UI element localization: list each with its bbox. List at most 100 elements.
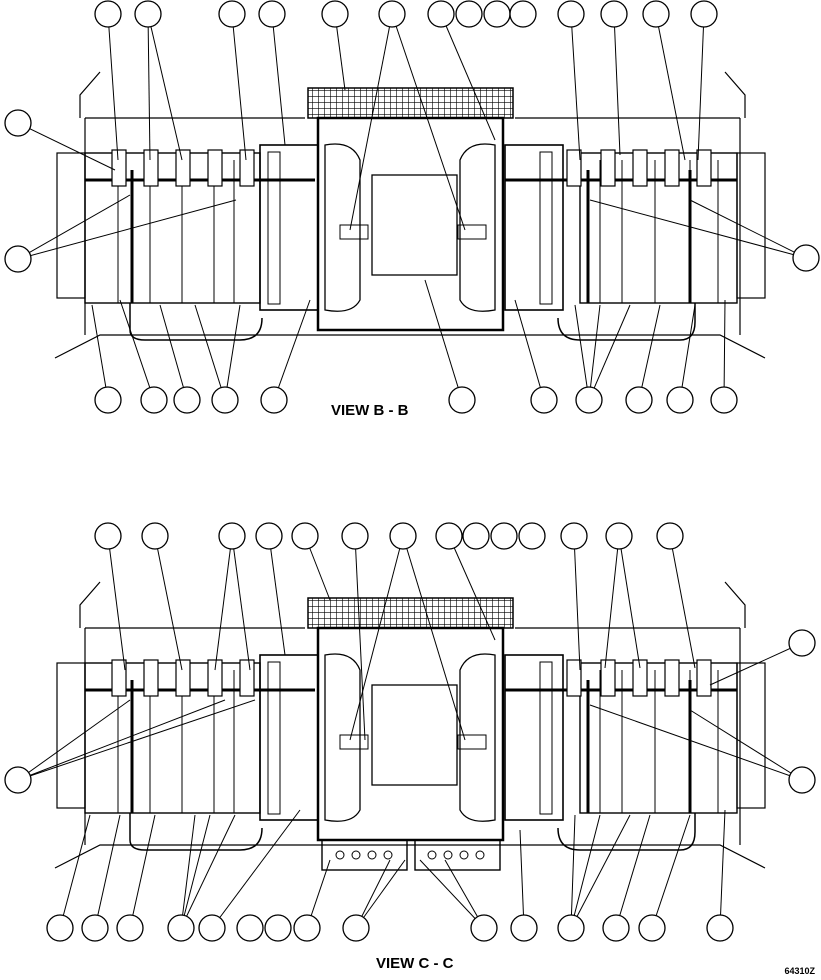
callout-balloon xyxy=(81,914,109,942)
callout-leader-line xyxy=(655,13,686,161)
callout-balloon xyxy=(342,914,370,942)
callout-leader-line xyxy=(615,814,651,929)
callout-leader-line xyxy=(574,304,590,401)
callout-balloon xyxy=(788,766,816,794)
callout-balloon xyxy=(134,0,162,28)
callout-leader-line xyxy=(589,704,803,781)
callout-leader-line xyxy=(719,809,726,929)
callout-leader-line xyxy=(271,13,286,146)
callout-balloon xyxy=(173,386,201,414)
callout-leader-line xyxy=(231,13,247,161)
callout-leader-line xyxy=(147,13,151,161)
callout-balloon xyxy=(218,522,246,550)
callout-leader-line xyxy=(349,535,404,741)
callout-balloon xyxy=(141,522,169,550)
callout-balloon xyxy=(788,629,816,657)
callout-leader-line xyxy=(689,709,803,781)
view-b-b-caption: VIEW B - B xyxy=(331,402,409,419)
callout-balloon xyxy=(4,245,32,273)
callout-leader-line xyxy=(448,535,496,641)
callout-balloon xyxy=(638,914,666,942)
callout-balloon xyxy=(94,522,122,550)
callout-balloon xyxy=(455,0,483,28)
callout-balloon xyxy=(435,522,463,550)
callout-balloon xyxy=(4,766,32,794)
callout-leader-line xyxy=(723,299,726,401)
callout-balloon xyxy=(94,386,122,414)
callout-balloon xyxy=(642,0,670,28)
callout-balloon xyxy=(490,522,518,550)
callout-balloon xyxy=(321,0,349,28)
callout-leader-line xyxy=(194,304,226,401)
callout-leader-line xyxy=(107,535,126,671)
callout-leader-line xyxy=(129,814,156,929)
callout-leader-line xyxy=(613,13,621,156)
callout-leader-line xyxy=(419,859,485,929)
callout-balloon xyxy=(483,0,511,28)
view-b-b-grille xyxy=(307,87,514,119)
callout-leader-line xyxy=(618,535,641,669)
callout-balloon xyxy=(557,914,585,942)
callout-leader-line xyxy=(119,299,155,401)
callout-balloon xyxy=(792,244,820,272)
callout-balloon xyxy=(602,914,630,942)
callout-balloon xyxy=(116,914,144,942)
callout-balloon xyxy=(690,0,718,28)
callout-balloon xyxy=(293,914,321,942)
callout-leader-line xyxy=(354,535,366,741)
callout-leader-line xyxy=(697,13,705,161)
callout-balloon xyxy=(264,914,292,942)
callout-leader-line xyxy=(17,122,116,171)
callout-leader-line xyxy=(519,829,525,929)
callout-leader-line xyxy=(273,299,311,401)
callout-leader-line xyxy=(180,814,196,929)
callout-leader-line xyxy=(180,814,236,929)
callout-leader-line xyxy=(159,304,188,401)
callout-balloon xyxy=(605,522,633,550)
callout-balloon xyxy=(236,914,264,942)
view-c-c-terminal-box-left xyxy=(321,839,408,871)
callout-balloon xyxy=(448,386,476,414)
callout-leader-line xyxy=(391,13,466,231)
callout-balloon xyxy=(46,914,74,942)
callout-leader-line xyxy=(570,814,631,929)
callout-balloon xyxy=(530,386,558,414)
callout-balloon xyxy=(560,522,588,550)
callout-leader-line xyxy=(402,535,466,741)
callout-leader-line xyxy=(588,304,601,401)
callout-leader-line xyxy=(94,814,121,929)
callout-balloon xyxy=(389,522,417,550)
callout-leader-line xyxy=(147,13,183,161)
callout-balloon xyxy=(706,914,734,942)
callout-leader-line xyxy=(17,699,131,781)
callout-leader-line xyxy=(214,535,233,671)
callout-balloon xyxy=(260,386,288,414)
callout-leader-line xyxy=(355,859,406,929)
callout-balloon xyxy=(255,522,283,550)
callout-balloon xyxy=(378,0,406,28)
callout-balloon xyxy=(211,386,239,414)
callout-balloon xyxy=(341,522,369,550)
view-c-c-grille xyxy=(307,597,514,629)
callout-leader-line xyxy=(679,304,696,401)
callout-balloon xyxy=(470,914,498,942)
callout-balloons xyxy=(4,0,820,942)
callout-leader-line xyxy=(514,299,545,401)
view-c-c-caption: VIEW C - C xyxy=(376,955,454,972)
callout-leader-line xyxy=(211,809,301,929)
callout-leader-line xyxy=(709,642,803,686)
callout-balloon xyxy=(575,386,603,414)
callout-leader-line xyxy=(154,535,183,671)
view-c-c-assembly xyxy=(53,580,767,871)
callout-leader-line xyxy=(604,535,620,669)
callout-leader-line xyxy=(589,199,807,259)
callout-balloon xyxy=(625,386,653,414)
callout-leader-line xyxy=(268,535,286,656)
drawing-number: 64310Z xyxy=(784,966,815,976)
callout-balloon xyxy=(4,109,32,137)
callout-leader-line xyxy=(231,535,251,671)
callout-leader-line xyxy=(573,535,581,671)
callout-leader-line xyxy=(651,814,691,929)
callout-leader-line xyxy=(59,814,91,929)
